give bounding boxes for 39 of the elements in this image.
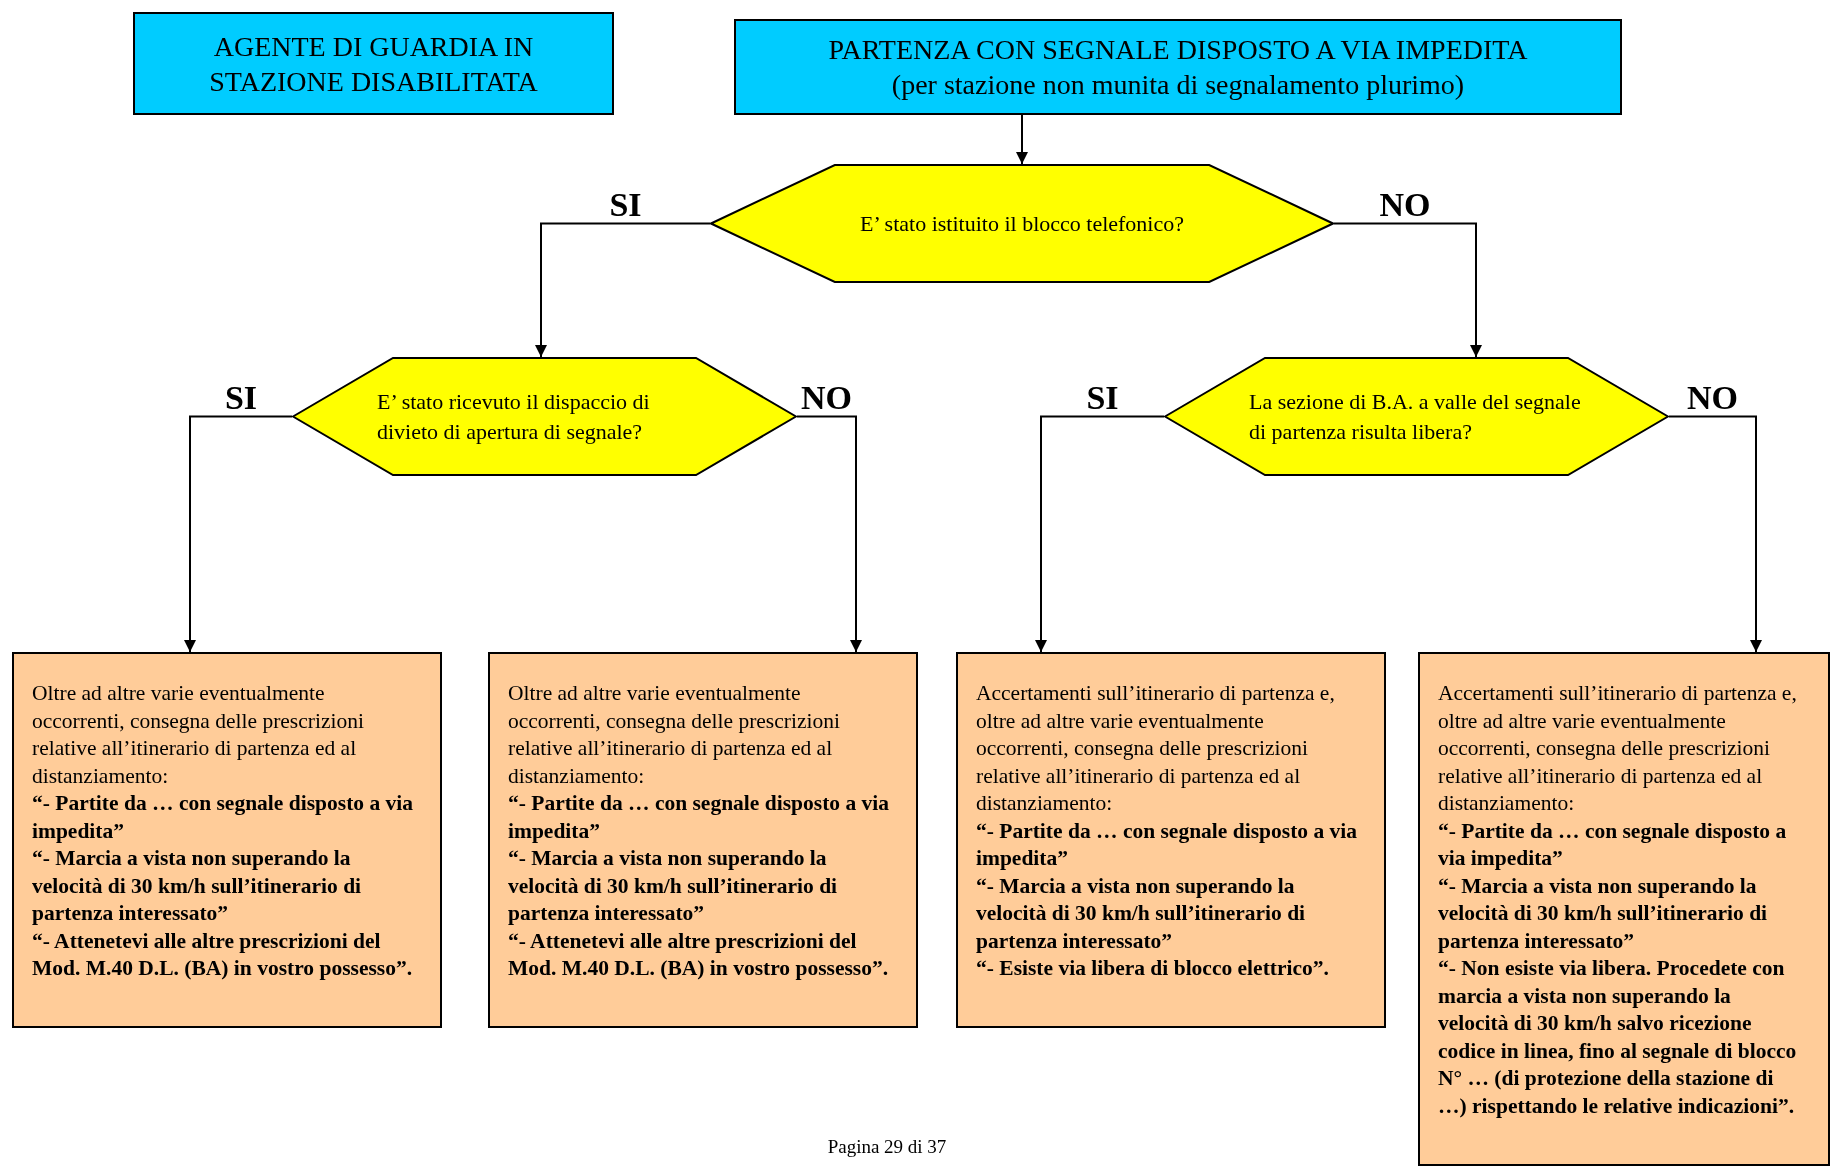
quoted-prescription: “- Partite da … con segnale disposto a via impedita” (508, 790, 890, 845)
quoted-prescription: “- Esiste via libera di blocco elettrico”. (976, 955, 1330, 983)
title-box (133, 12, 614, 115)
instruction-text: Accertamenti sull’itinerario di partenza e, oltre ad altre varie eventualmente occorrenti, consegna delle prescrizioni relative all’itinerario di partenza ed al distanziamento: (1438, 680, 1798, 818)
question-text: E’ stato istituito il blocco telefonico? (860, 209, 1184, 238)
instruction-text: Oltre ad altre varie eventualmente occorrenti, consegna delle prescrizioni relative all’itinerario di partenza ed al distanziamento: (508, 680, 841, 790)
arrow (1035, 415, 1165, 653)
instruction-box (488, 652, 918, 1028)
heading-text: AGENTE DI GUARDIA IN STAZIONE DISABILITATA (208, 29, 539, 99)
question-text: La sezione di B.A. a valle del segnale di partenza risulta libera? (1249, 387, 1582, 446)
quoted-prescription: “- Partite da … con segnale disposto a via impedita” (976, 817, 1358, 873)
heading-text: (per stazione non munita di segnalamento plurimo) (891, 68, 1465, 102)
question-text: E’ stato ricevuto il dispaccio di divieto di apertura di segnale? (377, 387, 651, 446)
arrow (535, 222, 711, 358)
quoted-prescription: “- Attenetevi alle altre prescrizioni del Mod. M.40 D.L. (BA) in vostro possesso”. (508, 927, 890, 983)
quoted-prescription: “- Marcia a vista non superando la velocità di 30 km/h sull’itinerario di partenza interessato” (1438, 872, 1769, 955)
instruction-text: Oltre ad altre varie eventualmente occorrenti, consegna delle prescrizioni relative all’itinerario di partenza ed al distanziamento: (32, 680, 365, 790)
arrow (1016, 114, 1028, 165)
page-number: Pagina 29 di 37 (827, 1136, 947, 1158)
instruction-box (1418, 652, 1830, 1166)
instruction-box (956, 652, 1386, 1028)
quoted-prescription: “- Marcia a vista non superando la velocità di 30 km/h sull’itinerario di partenza interessato” (508, 845, 839, 928)
quoted-prescription: “- Partite da … con segnale disposto a via impedita” (1438, 817, 1788, 873)
arrow (1668, 415, 1762, 653)
quoted-prescription: “- Partite da … con segnale disposto a via impedita” (32, 790, 414, 845)
title-box (734, 19, 1622, 115)
quoted-prescription: “- Non esiste via libera. Procedete con marcia a vista non superando la velocità di 30 km/h salvo ricezione codice in linea, fino al segnale di blocco N° … (di protezione della stazione di …) rispettando le relative indicazioni”. (1438, 955, 1798, 1120)
decision-hexagon (292, 357, 797, 476)
arrow (796, 415, 862, 653)
arrow (1333, 222, 1482, 358)
decision-hexagon (1164, 357, 1669, 476)
decision-hexagon (710, 164, 1334, 283)
heading-text: PARTENZA CON SEGNALE DISPOSTO A VIA IMPEDITA (828, 33, 1528, 67)
arrow (184, 415, 293, 653)
quoted-prescription: “- Attenetevi alle altre prescrizioni del Mod. M.40 D.L. (BA) in vostro possesso”. (32, 927, 414, 983)
quoted-prescription: “- Marcia a vista non superando la velocità di 30 km/h sull’itinerario di partenza interessato” (32, 845, 363, 928)
instruction-text: Accertamenti sull’itinerario di partenza e, oltre ad altre varie eventualmente occorrenti, consegna delle prescrizioni relative all’itinerario di partenza ed al distanziamento: (976, 680, 1336, 818)
instruction-box (12, 652, 442, 1028)
quoted-prescription: “- Marcia a vista non superando la velocità di 30 km/h sull’itinerario di partenza interessato” (976, 872, 1307, 955)
